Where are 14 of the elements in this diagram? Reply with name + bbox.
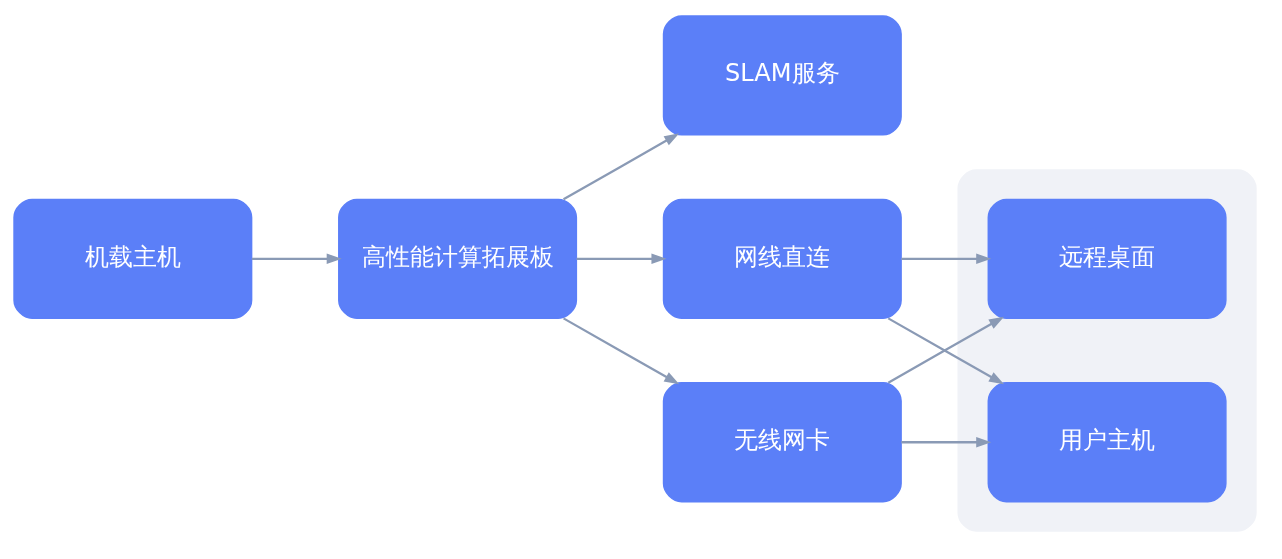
- node-box: 无线网卡: [662, 382, 902, 503]
- node-box: 用户主机: [987, 382, 1227, 503]
- arrow: [563, 317, 680, 385]
- node-box: 远程桌面: [987, 198, 1227, 319]
- arrow: [901, 253, 992, 265]
- node-box: 机载主机: [13, 198, 253, 319]
- node-box: 高性能计算拓展板: [338, 198, 578, 319]
- arrow: [576, 253, 667, 265]
- cluster: [957, 169, 1257, 532]
- arrow: [251, 253, 342, 265]
- node-box: 网线直连: [662, 198, 902, 319]
- arrow: [563, 133, 680, 201]
- node-box: SLAM服务: [662, 15, 902, 136]
- arrow: [901, 436, 992, 448]
